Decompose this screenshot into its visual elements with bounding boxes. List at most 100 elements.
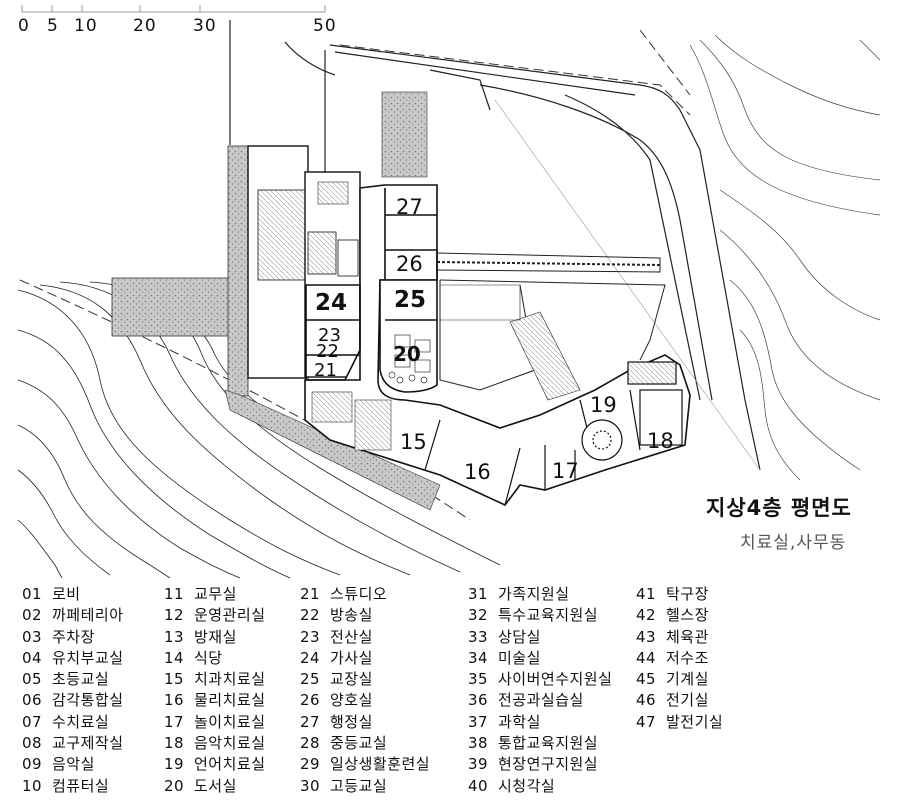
room-labels: 27 26 24 25 23 22 20 21 15 16 17 19 18 bbox=[314, 195, 674, 484]
legend-item-number: 41 bbox=[636, 585, 657, 603]
legend-item: 30 고등교실 bbox=[300, 776, 430, 797]
legend-item-name: 방재실 bbox=[194, 627, 237, 646]
legend-item-name: 과학실 bbox=[498, 712, 541, 731]
scale-label: 20 bbox=[133, 16, 157, 36]
legend-item-name: 방송실 bbox=[330, 606, 373, 625]
legend-item-number: 13 bbox=[164, 627, 185, 646]
legend-item-number: 25 bbox=[300, 670, 321, 689]
legend-item-number: 01 bbox=[22, 585, 43, 603]
room-label-16: 16 bbox=[464, 460, 491, 484]
legend-item-name: 까페테리아 bbox=[52, 606, 124, 625]
legend-item-name: 상담실 bbox=[498, 627, 541, 646]
floor-plan-drawing: 27 26 24 25 23 22 20 21 15 16 17 19 18 bbox=[17, 5, 881, 579]
legend-item-name: 가사실 bbox=[330, 648, 373, 667]
legend-item-name: 치과치료실 bbox=[194, 670, 266, 689]
legend-item-name: 행정실 bbox=[330, 712, 373, 731]
scale-label: 10 bbox=[74, 16, 98, 36]
legend-item-name: 운영관리실 bbox=[194, 606, 266, 625]
room-label-27: 27 bbox=[396, 195, 423, 219]
stairs bbox=[311, 181, 392, 451]
legend-item-name: 초등교실 bbox=[52, 670, 110, 689]
legend-item: 33 상담실 bbox=[468, 627, 612, 648]
legend-item-number: 36 bbox=[468, 691, 489, 710]
legend-item-name: 감각통합실 bbox=[52, 691, 124, 710]
legend-item-name: 식당 bbox=[194, 648, 223, 667]
room-label-24: 24 bbox=[315, 290, 347, 316]
legend-item: 25 교장실 bbox=[300, 669, 430, 690]
scale-label: 0 bbox=[18, 16, 30, 36]
legend-item-number: 34 bbox=[468, 648, 489, 667]
legend-item-number: 46 bbox=[636, 691, 657, 710]
legend-item-number: 44 bbox=[636, 648, 657, 667]
legend-item-name: 통합교육지원실 bbox=[498, 734, 599, 753]
legend-item-number: 19 bbox=[164, 755, 185, 774]
legend-item-number: 29 bbox=[300, 755, 321, 774]
room-label-21: 21 bbox=[314, 360, 337, 381]
legend-item-number: 22 bbox=[300, 606, 321, 625]
legend-item-name: 주차장 bbox=[52, 627, 95, 646]
legend-item: 13 방재실 bbox=[164, 627, 266, 648]
amphitheatre-steps bbox=[439, 284, 581, 401]
legend-item-number: 11 bbox=[164, 585, 185, 603]
room-label-26: 26 bbox=[396, 252, 423, 276]
retaining-wall bbox=[111, 277, 241, 337]
legend-item: 01 로비 bbox=[22, 584, 124, 605]
legend-item-name: 탁구장 bbox=[666, 585, 709, 603]
legend-item: 07 수치료실 bbox=[22, 712, 124, 733]
legend-item-name: 컴퓨터실 bbox=[52, 776, 110, 795]
legend-item-name: 교장실 bbox=[330, 670, 373, 689]
legend-item-number: 43 bbox=[636, 627, 657, 646]
legend-item-number: 17 bbox=[164, 712, 185, 731]
building-west-block bbox=[247, 145, 361, 379]
room-label-17: 17 bbox=[552, 459, 579, 483]
east-wing-rooms bbox=[424, 361, 683, 506]
scale-label: 30 bbox=[193, 16, 217, 36]
legend-item-name: 음악실 bbox=[52, 755, 95, 774]
legend-item-name: 기계실 bbox=[666, 670, 709, 689]
terrain-contours-right bbox=[689, 34, 881, 481]
legend-item-number: 07 bbox=[22, 712, 43, 731]
legend-item-number: 40 bbox=[468, 776, 489, 795]
legend-item-number: 38 bbox=[468, 734, 489, 753]
legend-item-number: 20 bbox=[164, 776, 185, 795]
room-label-18: 18 bbox=[647, 429, 674, 453]
legend-item-name: 로비 bbox=[52, 585, 81, 603]
room-label-25: 25 bbox=[394, 287, 426, 313]
legend-item-number: 30 bbox=[300, 776, 321, 795]
legend-item-name: 고등교실 bbox=[330, 776, 388, 795]
legend-item-name: 수치료실 bbox=[52, 712, 110, 731]
legend-item: 38 통합교육지원실 bbox=[468, 733, 612, 754]
legend-item-number: 03 bbox=[22, 627, 43, 646]
legend-item-name: 가족지원실 bbox=[498, 585, 570, 603]
legend-item-number: 10 bbox=[22, 776, 43, 795]
scale-label: 5 bbox=[47, 16, 59, 36]
legend-item-number: 33 bbox=[468, 627, 489, 646]
legend-item: 03 주차장 bbox=[22, 627, 124, 648]
library-furniture bbox=[388, 334, 431, 384]
